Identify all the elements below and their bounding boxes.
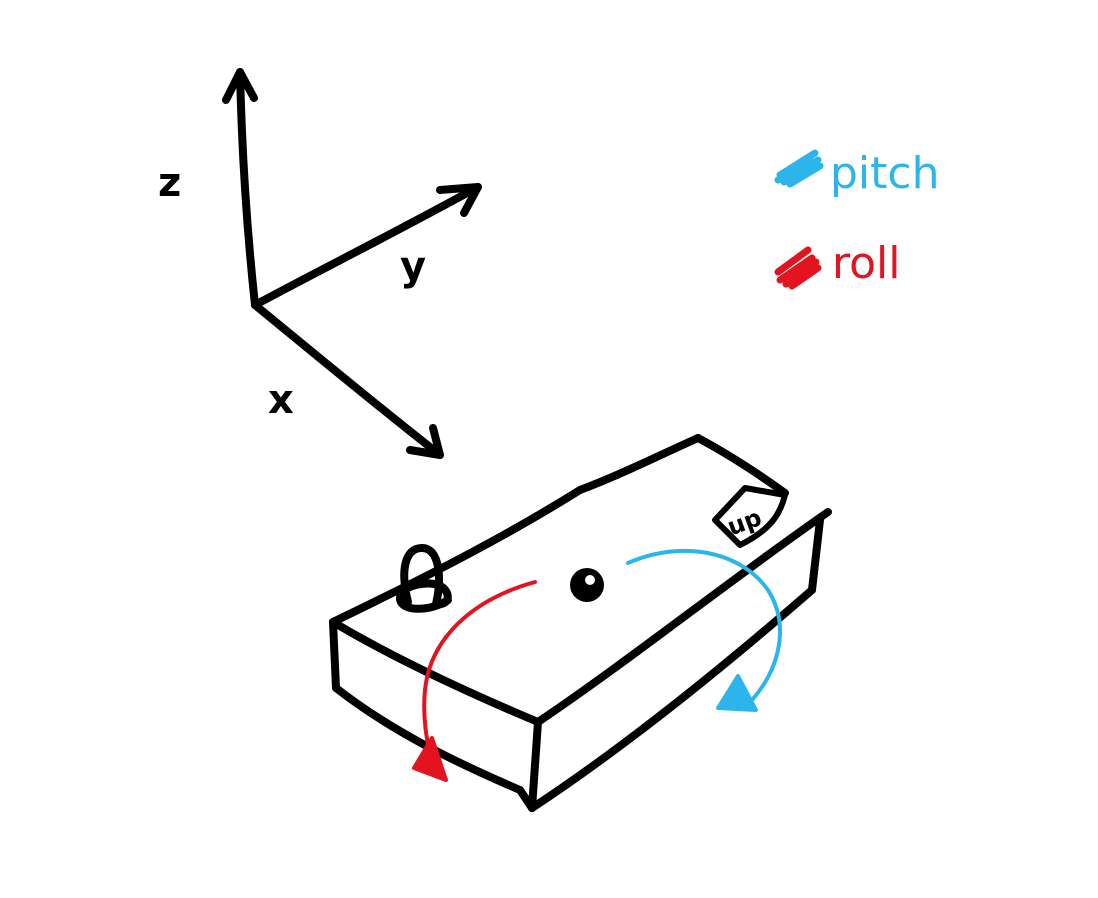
roll-arc	[422, 580, 537, 767]
device-top-edge-front	[329, 618, 542, 726]
z-axis-line	[236, 68, 259, 309]
up-marker-box	[712, 485, 788, 548]
device-top-edge-right	[694, 434, 789, 497]
device-right-edge	[808, 516, 824, 594]
pitch-arrowhead	[716, 674, 758, 712]
roll-arrowhead	[412, 736, 448, 782]
legend: pitch roll	[774, 148, 939, 290]
device-front-edge	[528, 718, 542, 812]
y-axis-label: y	[400, 244, 426, 290]
y-axis-arrowhead	[436, 183, 482, 217]
legend-item-roll: roll	[774, 238, 901, 290]
device-left-face	[329, 618, 536, 812]
pitch-rotation-arrow	[626, 548, 782, 712]
pitch-label: pitch	[830, 148, 939, 199]
device-top-edge-back	[329, 434, 702, 626]
device-right-face-bottom	[528, 586, 816, 812]
x-axis-line	[251, 301, 444, 459]
legend-item-pitch: pitch	[774, 148, 939, 199]
roll-label: roll	[832, 238, 901, 289]
pitch-swatch	[774, 149, 824, 188]
device-box: up	[329, 434, 832, 812]
power-button-inner	[585, 575, 595, 585]
x-axis-label: x	[268, 377, 294, 423]
y-axis-line	[251, 183, 482, 309]
x-axis-arrowhead	[406, 424, 444, 459]
z-axis-label: z	[158, 160, 181, 206]
z-axis-arrowhead	[222, 68, 258, 104]
power-button-icon	[570, 568, 604, 602]
coordinate-axes: z y x	[158, 68, 482, 459]
roll-rotation-arrow	[412, 580, 537, 782]
roll-swatch	[774, 246, 822, 290]
device-top-edge-right-long	[534, 508, 832, 726]
lock-connector-icon	[396, 544, 452, 613]
pitch-arc	[626, 548, 782, 702]
